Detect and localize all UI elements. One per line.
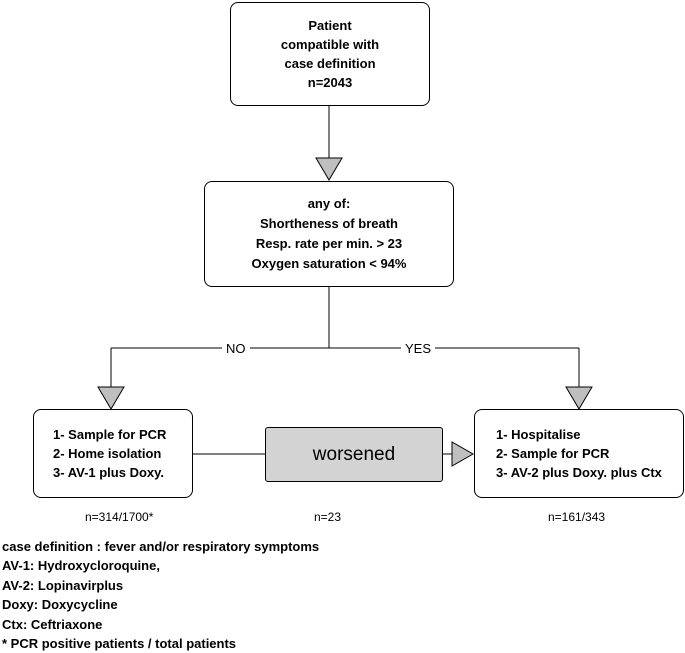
legend-line: Doxy: Doxycycline	[2, 597, 118, 613]
legend-line: case definition : fever and/or respirato…	[2, 539, 320, 554]
count-hospital: n=161/343	[548, 510, 606, 524]
node-hospital-line: 1- Hospitalise	[496, 427, 581, 442]
count-home: n=314/1700*	[85, 510, 154, 524]
arrowhead-criteria	[315, 157, 343, 181]
legend-line: Ctx: Ceftriaxone	[2, 616, 103, 632]
node-worsened: worsened	[265, 427, 443, 482]
node-patient-line: n=2043	[307, 75, 353, 90]
node-home-line: 1- Sample for PCR	[53, 427, 167, 442]
node-home-line: 3- AV-1 plus Doxy.	[53, 465, 165, 480]
branch-label-yes: YES	[401, 341, 436, 356]
node-home: 1- Sample for PCR 2- Home isolation 3- A…	[33, 409, 193, 498]
node-criteria-line: Shortheness of breath	[260, 216, 398, 231]
branch-label-no: NO	[222, 341, 250, 356]
node-patient-line: Patient	[308, 18, 352, 33]
arrowhead-worsened	[451, 441, 475, 467]
node-criteria-line: Resp. rate per min. > 23	[255, 236, 403, 251]
arrowhead-hospital	[565, 386, 593, 410]
arrowhead-home	[97, 386, 125, 410]
legend-line: AV-2: Lopinavirplus	[2, 577, 124, 593]
node-home-line: 2- Home isolation	[53, 446, 162, 461]
node-patient: Patient compatible with case definition …	[230, 2, 430, 106]
node-patient-line: case definition	[284, 56, 376, 71]
legend: case definition : fever and/or respirato…	[2, 537, 319, 653]
node-patient-line: compatible with	[280, 37, 380, 52]
node-hospital: 1- Hospitalise 2- Sample for PCR 3- AV-2…	[474, 409, 684, 498]
node-criteria-line: any of:	[307, 196, 351, 211]
node-hospital-line: 3- AV-2 plus Doxy. plus Ctx	[496, 465, 662, 480]
node-hospital-line: 2- Sample for PCR	[496, 446, 610, 461]
legend-line: AV-1: Hydroxycloroquine,	[2, 558, 160, 574]
count-worsened: n=23	[314, 510, 342, 524]
legend-line: * PCR positive patients / total patients	[2, 636, 237, 652]
node-criteria: any of: Shortheness of breath Resp. rate…	[204, 181, 454, 287]
node-criteria-line: Oxygen saturation < 94%	[251, 256, 407, 271]
